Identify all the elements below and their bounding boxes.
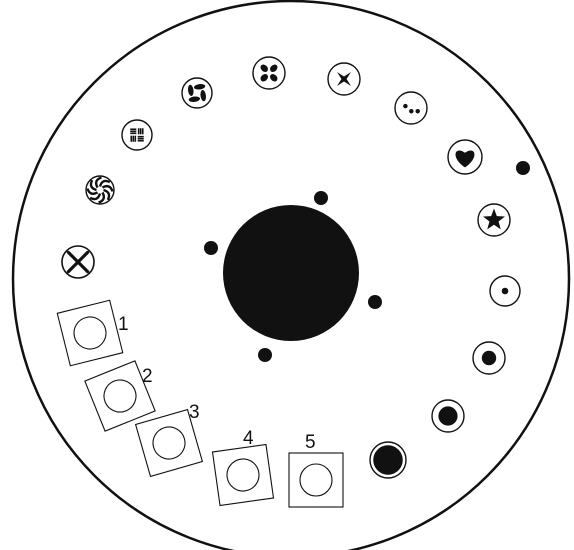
slot-4 [213, 445, 274, 506]
medium-dot-icon [473, 342, 505, 374]
basket-weave-icon [122, 120, 152, 150]
slot-number-label: 2 [142, 366, 153, 387]
cross-x-icon [62, 246, 94, 278]
filled-circle-icon [370, 442, 406, 478]
slot-number-label: 3 [189, 402, 200, 423]
hub-dot-right [368, 295, 382, 309]
star-icon [478, 204, 510, 236]
slot-5 [289, 453, 343, 507]
four-point-star-icon [328, 63, 360, 95]
heart-icon [448, 140, 482, 174]
slot-number-label: 5 [305, 432, 316, 453]
center-hub [223, 205, 359, 341]
rim-index-dot [516, 161, 530, 175]
rim-notch-right [543, 146, 551, 156]
slot-aperture [300, 464, 332, 496]
pinwheel-icon [182, 78, 212, 108]
slot-number-label: 4 [243, 428, 254, 449]
swirl-icon [86, 176, 114, 204]
large-dot-icon [432, 400, 464, 432]
rim-notch-left [9, 394, 17, 406]
hub-dot-top [314, 191, 328, 205]
hub-dot-bottom [258, 348, 272, 362]
slot-number-label: 1 [118, 314, 129, 335]
small-dot-icon [490, 276, 520, 306]
four-dots-icon [253, 57, 285, 89]
hub-dot-left [204, 241, 218, 255]
three-dots-icon [395, 92, 427, 124]
